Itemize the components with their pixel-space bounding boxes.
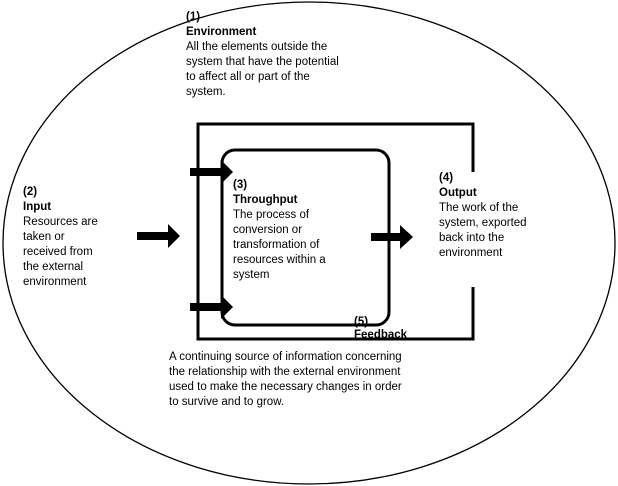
input-description-line: taken or	[23, 231, 65, 243]
feedback-description: A continuing source of information conce…	[169, 350, 449, 410]
input-description-line: Resources are	[23, 216, 98, 228]
top-entry-arrow	[190, 160, 233, 184]
input-label: (2) Input Resources are taken or receive…	[23, 185, 138, 290]
input-number: (2)	[23, 186, 38, 198]
output-description-line: The work of the	[439, 202, 519, 214]
bottom-entry-arrow	[190, 295, 233, 319]
feedback-description-line: A continuing source of information conce…	[169, 351, 402, 363]
input-description-line: environment	[23, 276, 87, 288]
throughput-description-line: transformation of	[233, 239, 320, 251]
feedback-description-line: used to make the necessary changes in or…	[169, 381, 402, 393]
output-number: (4)	[439, 172, 454, 184]
throughput-description-line: conversion or	[233, 224, 303, 236]
throughput-number: (3)	[233, 179, 248, 191]
throughput-description-line: system	[233, 269, 270, 281]
environment-number: (1)	[186, 11, 201, 23]
output-description-line: system, exported	[439, 217, 527, 229]
input-description-line: the external	[23, 261, 84, 273]
feedback-description-line: to survive and to grow.	[169, 396, 285, 408]
feedback-loop-line	[196, 122, 475, 341]
output-description-line: environment	[439, 247, 503, 259]
output-description-line: back into the	[439, 232, 505, 244]
input-description-line: received from	[23, 246, 93, 258]
environment-description-line: All the elements outside the	[186, 41, 328, 53]
throughput-description-line: resources within a	[233, 254, 326, 266]
feedback-description-line: the relationship with the external envir…	[169, 366, 401, 378]
input-title: Input	[23, 201, 52, 213]
environment-title: Environment	[186, 26, 257, 38]
environment-label: (1) Environment All the elements outside…	[186, 10, 386, 100]
feedback-title: Feedback	[354, 329, 408, 341]
output-title: Output	[439, 187, 477, 199]
input-arrow	[137, 224, 180, 248]
environment-description-line: system that have the potential	[186, 56, 339, 68]
throughput-title: Throughput	[233, 194, 298, 206]
feedback-heading: (5) Feedback	[354, 316, 434, 342]
environment-description-line: system.	[186, 86, 226, 98]
environment-description-line: to affect all or part of the	[186, 71, 310, 83]
feedback-number: (5)	[354, 316, 369, 328]
throughput-description-line: The process of	[233, 209, 310, 221]
throughput-label: (3) Throughput The process of conversion…	[233, 178, 383, 283]
output-arrow	[371, 225, 413, 249]
output-label: (4) Output The work of the system, expor…	[439, 171, 569, 261]
